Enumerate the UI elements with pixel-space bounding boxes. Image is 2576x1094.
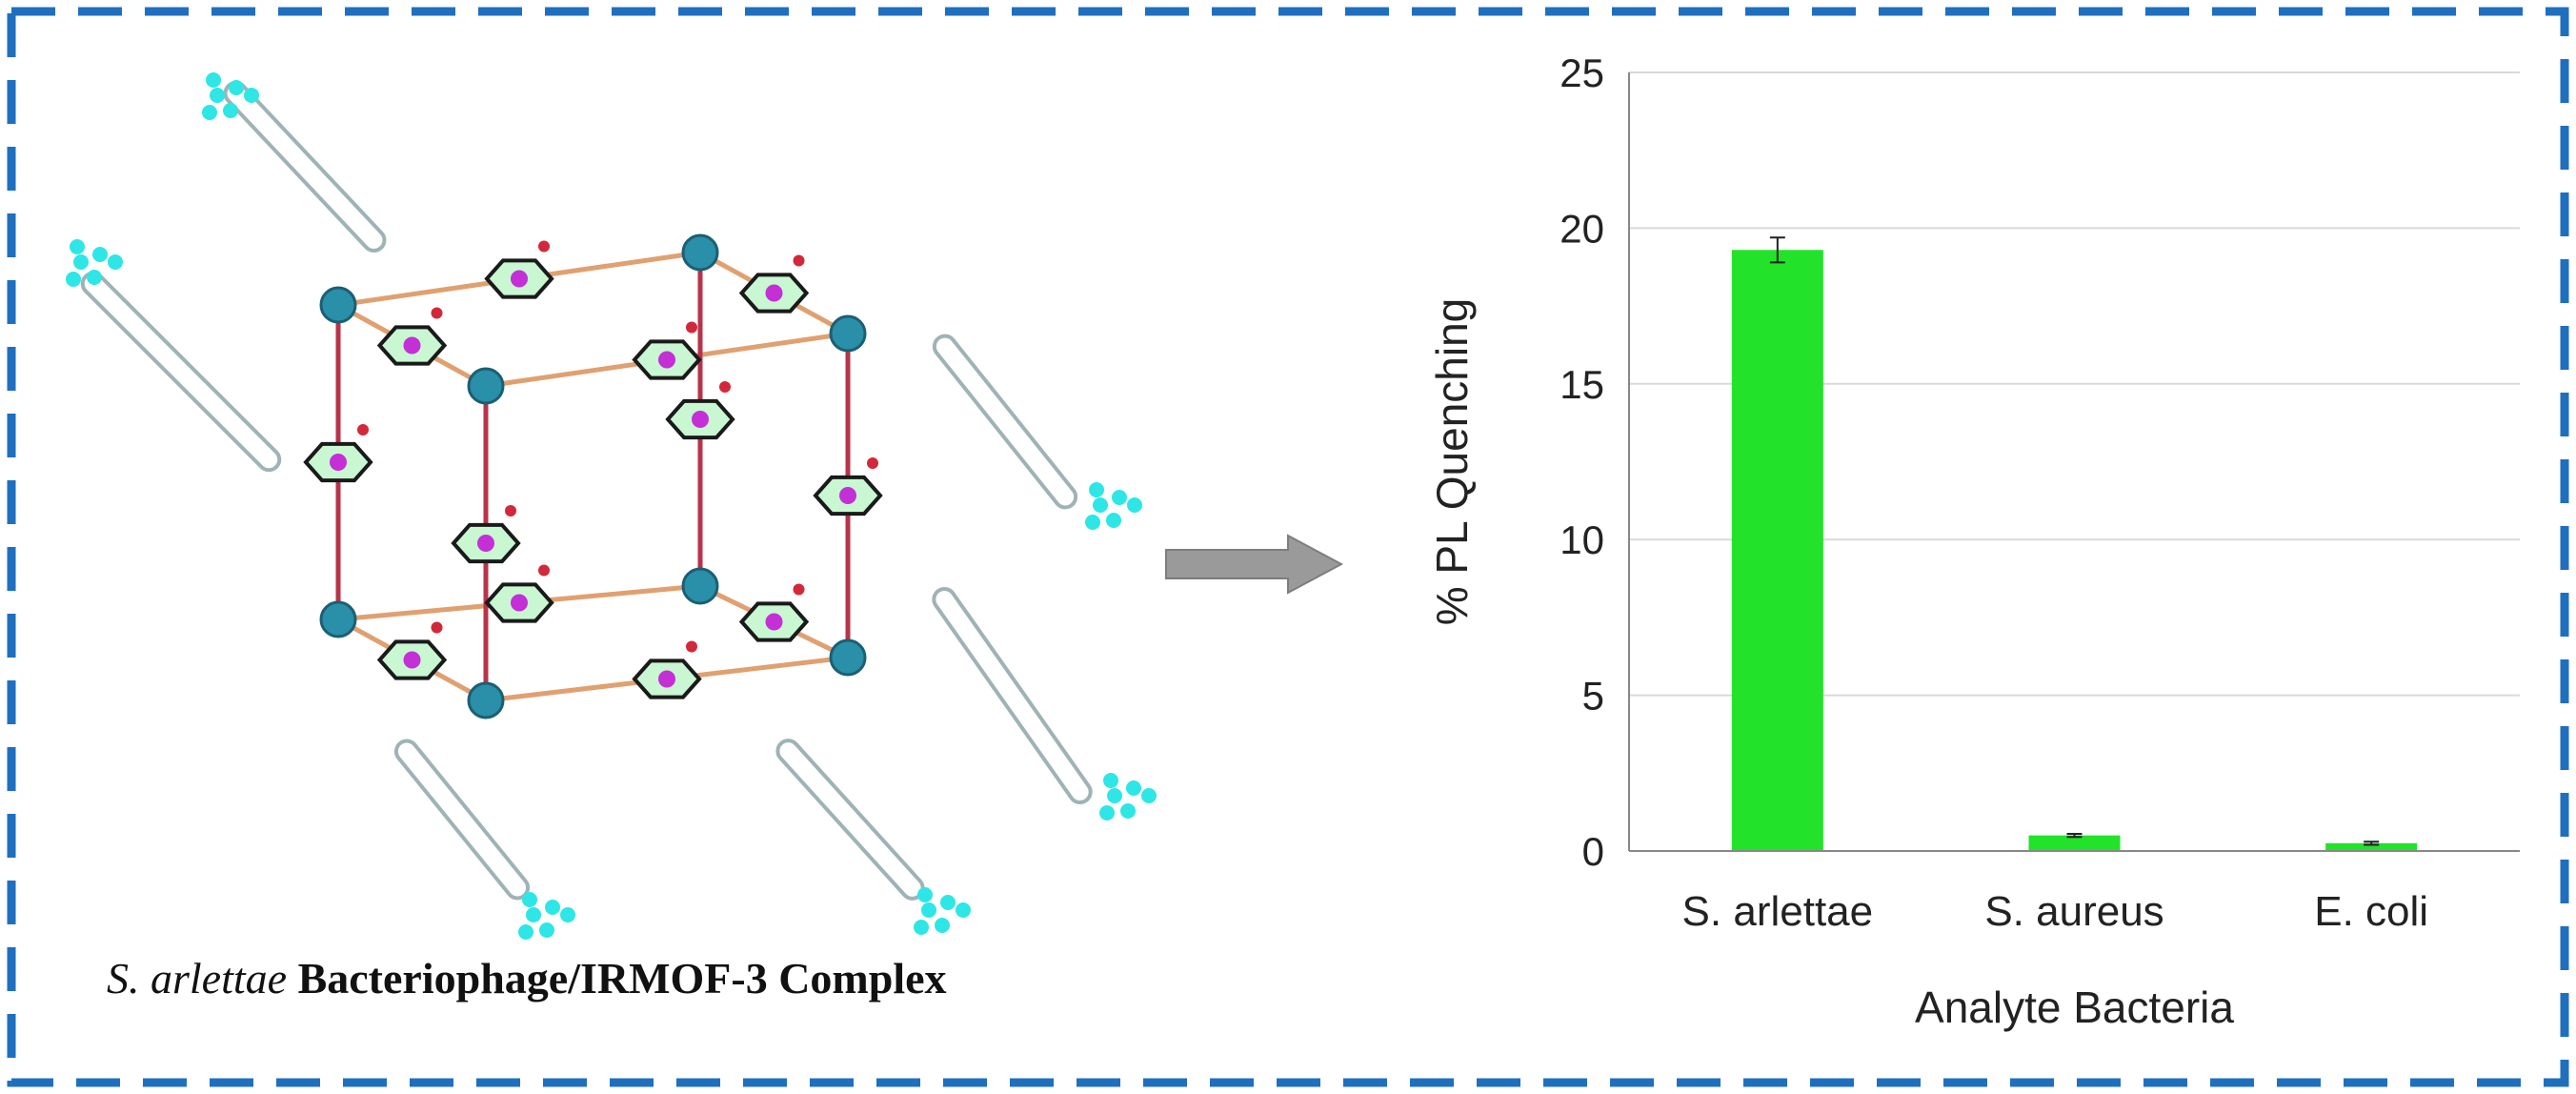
bar [2325,842,2418,851]
phage-tail [80,271,282,473]
y-tick-label: 0 [1582,829,1604,874]
phage-head [914,887,971,935]
linker-ring [738,583,810,642]
linker-ring [303,424,373,483]
x-category-label: S. aureus [1984,888,2163,935]
linker-ring [738,254,810,314]
linker-ring [376,621,448,680]
metal-node [319,600,357,638]
metal-node [829,314,867,353]
phage-head [1099,773,1157,820]
x-category-label: E. coli [2314,888,2428,935]
linker-ring [813,457,883,517]
linker-ring [484,564,554,623]
phage-head [1085,482,1142,530]
caption-species: S. arlettae [107,954,288,1003]
y-axis-label: % PL Quenching [1427,298,1477,626]
phage-head [518,892,575,940]
chart-error-bars [1769,236,2380,846]
x-axis-label: Analyte Bacteria [1915,983,2234,1032]
phage-tail [932,334,1078,510]
y-tick-label: 10 [1560,517,1604,562]
linker-ring [451,505,521,564]
phage-tail [775,739,925,901]
quenching-bar-chart: 0 5 10 15 20 25 S. arlettae S. aureus E. coli %… [1427,51,2520,1032]
metal-node [681,567,719,605]
linker-ring [484,240,554,299]
phage-tail [393,739,531,901]
y-tick-label: 25 [1560,51,1604,95]
caption-complex: Bacteriophage/IRMOF-3 Complex [297,954,947,1003]
phage-tail [223,81,387,253]
metal-node [467,367,505,405]
chart-bars [1731,250,2418,851]
metal-node [829,638,867,677]
illustration-caption: S. arlettae Bacteriophage/IRMOF-3 Comple… [107,953,947,1003]
phage-head [66,239,123,287]
metal-node [467,681,505,719]
x-category-labels: S. arlettae S. aureus E. coli [1682,888,2429,935]
linker-ring [665,381,735,440]
metal-node [681,233,719,272]
irmof-lattice [303,233,883,719]
phage-head [202,72,259,120]
metal-node [319,286,357,324]
y-tick-label: 5 [1582,674,1604,719]
phage-tail [932,586,1093,805]
mof-illustration [66,72,1157,940]
linker-ring [632,321,702,380]
bar [2028,835,2121,851]
y-tick-label: 15 [1560,362,1604,407]
x-category-label: S. arlettae [1682,888,1874,935]
y-tick-label: 20 [1560,206,1604,251]
linker-ring [376,307,448,366]
linker-ring [632,640,702,699]
arrow-icon [1165,534,1344,595]
bacteriophage-group [66,72,1157,940]
bar [1731,250,1823,851]
y-tick-labels: 0 5 10 15 20 25 [1560,51,1604,874]
